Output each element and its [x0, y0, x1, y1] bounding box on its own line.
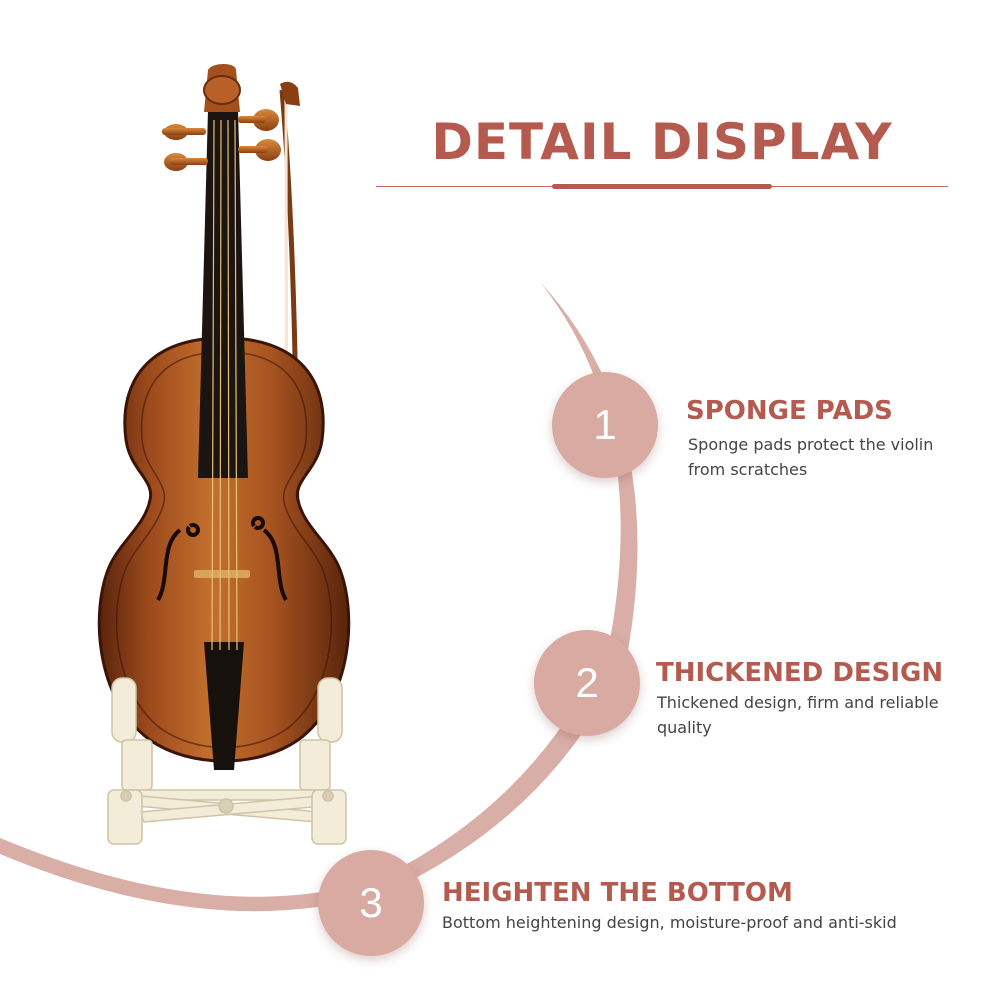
- title-divider-accent: [552, 184, 772, 189]
- feature-title: SPONGE PADS: [686, 396, 893, 426]
- violin-stand-icon: [107, 677, 347, 845]
- feature-number: 3: [359, 879, 383, 926]
- feature-number-badge: 3: [318, 850, 424, 956]
- violin-icon: [97, 64, 351, 770]
- feature-number-badge: 2: [534, 630, 640, 736]
- feature-number: 2: [575, 659, 599, 706]
- feature-title: THICKENED DESIGN: [656, 658, 944, 688]
- feature-description: Thickened design, firm and reliable qual…: [657, 693, 939, 737]
- feature-description: Sponge pads protect the violin from scra…: [688, 435, 934, 479]
- feature-number-badge: 1: [552, 372, 658, 478]
- feature-title: HEIGHTEN THE BOTTOM: [442, 878, 793, 908]
- feature-number: 1: [593, 401, 617, 448]
- feature-description: Bottom heightening design, moisture-proo…: [442, 913, 897, 932]
- page-title: DETAIL DISPLAY: [431, 113, 893, 171]
